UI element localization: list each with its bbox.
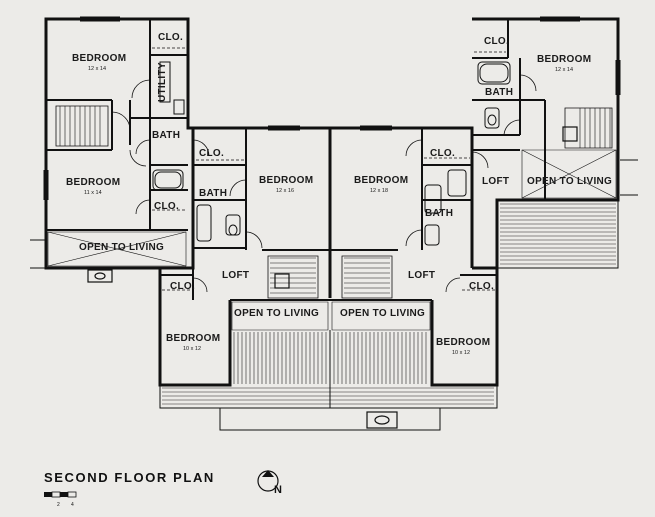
room-bedroom-c: BEDROOM bbox=[354, 175, 408, 186]
room-size-d: 12 x 14 bbox=[555, 67, 573, 73]
room-bath-d: BATH bbox=[485, 87, 513, 98]
room-clo-b-low: CLO. bbox=[170, 281, 195, 292]
plan-title: SECOND FLOOR PLAN bbox=[44, 470, 215, 485]
chimneys bbox=[87, 126, 578, 429]
room-loft-c: LOFT bbox=[408, 270, 435, 281]
room-size-c: 12 x 18 bbox=[370, 188, 388, 194]
room-loft-b: LOFT bbox=[222, 270, 249, 281]
windows bbox=[43, 16, 621, 200]
room-open-c: OPEN TO LIVING bbox=[340, 308, 425, 319]
room-open-d: OPEN TO LIVING bbox=[527, 176, 612, 187]
room-bedroom-c-low: BEDROOM bbox=[436, 337, 490, 348]
north-label: N bbox=[274, 484, 282, 496]
room-size-c-low: 10 x 12 bbox=[452, 350, 470, 356]
room-clo-a-top: CLO. bbox=[158, 32, 183, 43]
stairs bbox=[55, 105, 613, 299]
room-utility: UTILITY bbox=[157, 62, 168, 102]
room-loft-d: LOFT bbox=[482, 176, 509, 187]
room-clo-d-top: CLO. bbox=[484, 36, 509, 47]
room-size-b-low: 10 x 12 bbox=[183, 346, 201, 352]
closet-rods bbox=[152, 47, 506, 291]
scale-label-4: 4 bbox=[71, 502, 74, 508]
door-swings bbox=[111, 74, 537, 293]
scale-bar: 2 4 bbox=[44, 491, 77, 508]
room-size-b: 12 x 16 bbox=[276, 188, 294, 194]
roof-deck bbox=[162, 203, 616, 405]
scale-label-2: 2 bbox=[57, 502, 60, 508]
room-open-a: OPEN TO LIVING bbox=[79, 242, 164, 253]
room-clo-c-top: CLO. bbox=[430, 148, 455, 159]
open-to-living-areas bbox=[47, 149, 617, 331]
room-clo-b-top: CLO. bbox=[199, 148, 224, 159]
room-bedroom-a-top: BEDROOM bbox=[72, 53, 126, 64]
room-clo-c-low: CLO. bbox=[469, 281, 494, 292]
room-bath-b: BATH bbox=[199, 188, 227, 199]
bath-fixtures bbox=[152, 61, 511, 246]
room-bedroom-b: BEDROOM bbox=[259, 175, 313, 186]
room-bath-c: BATH bbox=[425, 208, 453, 219]
room-clo-a-mid: CLO. bbox=[154, 201, 179, 212]
room-bedroom-d: BEDROOM bbox=[537, 54, 591, 65]
room-size-a-top: 12 x 14 bbox=[88, 66, 106, 72]
room-bath-a: BATH bbox=[152, 130, 180, 141]
north-arrow-icon: N bbox=[257, 470, 282, 496]
room-bedroom-b-low: BEDROOM bbox=[166, 333, 220, 344]
room-open-b: OPEN TO LIVING bbox=[234, 308, 319, 319]
deck-edges bbox=[30, 159, 638, 431]
room-bedroom-a-mid: BEDROOM bbox=[66, 177, 120, 188]
room-size-a-mid: 11 x 14 bbox=[84, 190, 102, 196]
